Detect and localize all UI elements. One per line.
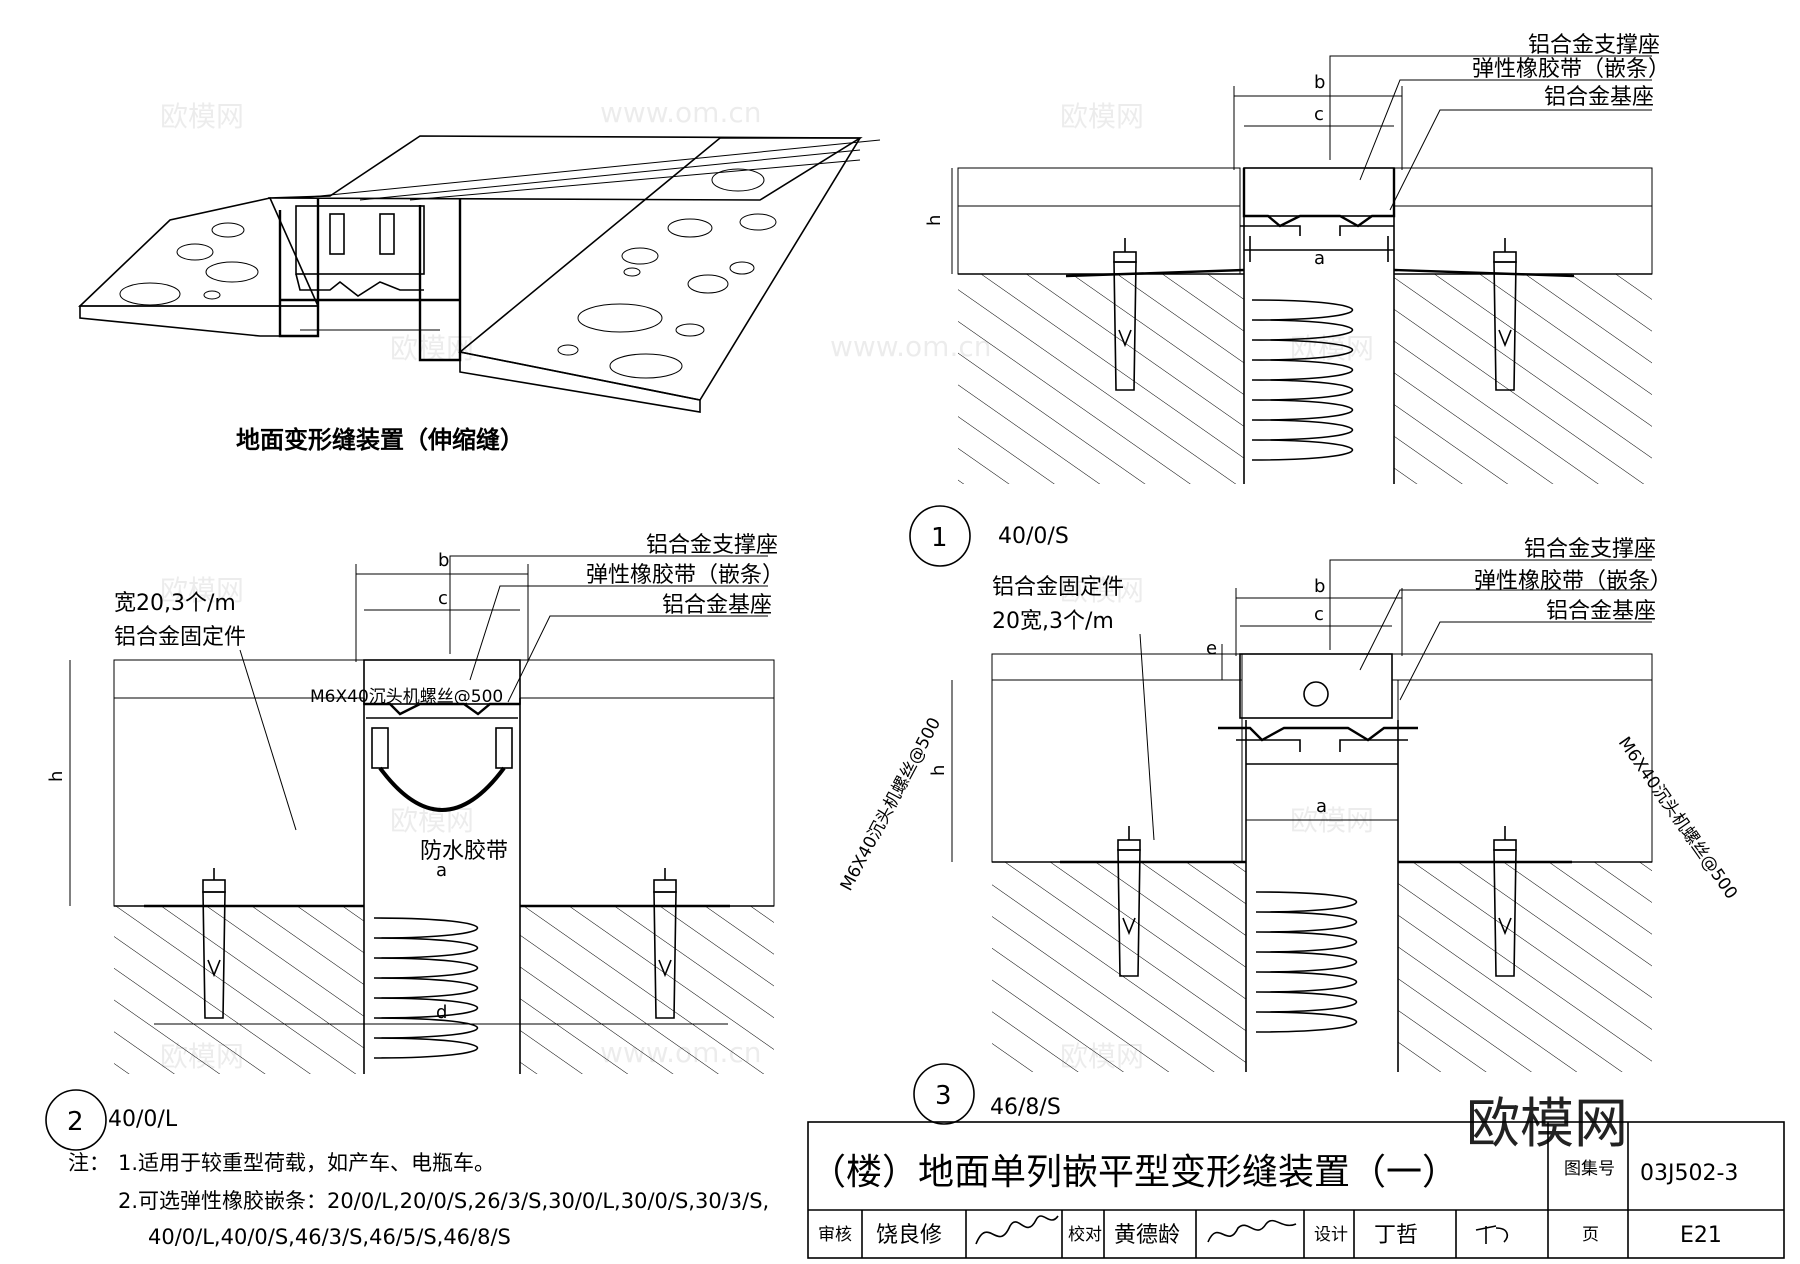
svg-text:b: b [1314,576,1325,597]
svg-text:铝合金基座: 铝合金基座 [1544,85,1654,110]
svg-text:03J502-3: 03J502-3 [1640,1161,1738,1186]
svg-text:欧模网: 欧模网 [1060,100,1144,133]
detail-3: a b c e h 铝合金支撑座 弹性橡胶带（嵌条） 铝合金 [837,537,1741,1125]
detail-2: 防水胶带 a M6X40沉头机螺丝@500 b c h d [45,533,784,1151]
svg-text:铝合金支撑座: 铝合金支撑座 [1528,33,1660,58]
svg-text:M6X40沉头机螺丝@500: M6X40沉头机螺丝@500 [310,687,503,707]
svg-text:www.om.cn: www.om.cn [600,96,761,129]
svg-text:b: b [1314,72,1325,93]
svg-text:1: 1 [931,523,948,553]
svg-text:c: c [1314,104,1324,125]
title-block: （楼）地面单列嵌平型变形缝装置（一） 图集号 03J502-3 审核 饶良修 校… [807,1121,1785,1259]
svg-text:图集号: 图集号 [1564,1159,1615,1179]
svg-text:饶良修: 饶良修 [876,1223,942,1248]
svg-text:弹性橡胶带（嵌条）: 弹性橡胶带（嵌条） [1472,57,1670,82]
svg-text:校对: 校对 [1068,1225,1102,1245]
svg-text:a: a [1316,796,1327,817]
svg-text:a: a [1314,248,1325,269]
svg-text:欧模网: 欧模网 [1060,574,1144,607]
reviewer-signature [975,1215,1059,1245]
designer-signature [1475,1225,1509,1244]
svg-text:弹性橡胶带（嵌条）: 弹性橡胶带（嵌条） [1474,569,1672,594]
svg-text:h: h [46,771,67,782]
svg-text:c: c [1314,604,1324,625]
svg-text:40/0/L: 40/0/L [108,1107,178,1132]
svg-text:铝合金支撑座: 铝合金支撑座 [1524,537,1656,562]
svg-text:宽20,3个/m: 宽20,3个/m [114,591,236,616]
svg-text:铝合金支撑座: 铝合金支撑座 [646,533,778,558]
svg-text:铝合金基座: 铝合金基座 [662,593,772,618]
svg-text:3: 3 [935,1081,952,1111]
svg-text:铝合金固定件: 铝合金固定件 [114,625,246,650]
svg-text:2.可选弹性橡胶嵌条：20/0/L,20/0/S,26/3/: 2.可选弹性橡胶嵌条：20/0/L,20/0/S,26/3/S,30/0/L,3… [118,1189,769,1213]
svg-text:M6X40沉头机螺丝@500: M6X40沉头机螺丝@500 [837,714,945,894]
notes: 注： 1.适用于较重型荷载，如产车、电瓶车。 2.可选弹性橡胶嵌条：20/0/L… [68,1151,769,1249]
svg-text:40/0/L,40/0/S,46/3/S,46/5/S,46: 40/0/L,40/0/S,46/3/S,46/5/S,46/8/S [148,1225,511,1249]
svg-text:弹性橡胶带（嵌条）: 弹性橡胶带（嵌条） [586,563,784,588]
svg-text:铝合金固定件: 铝合金固定件 [992,575,1124,600]
svg-text:e: e [1206,638,1217,659]
svg-text:页: 页 [1582,1225,1599,1245]
svg-text:a: a [436,860,447,881]
svg-text:黄德龄: 黄德龄 [1114,1223,1180,1248]
svg-text:设计: 设计 [1314,1225,1348,1245]
svg-text:h: h [924,215,945,226]
svg-text:20宽,3个/m: 20宽,3个/m [992,609,1114,634]
svg-text:丁哲: 丁哲 [1374,1223,1418,1248]
svg-text:d: d [436,1002,447,1023]
svg-text:c: c [438,588,448,609]
svg-text:铝合金基座: 铝合金基座 [1546,599,1656,624]
isometric-title: 地面变形缝装置（伸缩缝） [236,426,524,454]
svg-text:欧模网: 欧模网 [160,574,244,607]
detail-1: a b c h 铝合金支撑座 弹性橡胶带（嵌条） 铝合金基座 [909,33,1670,567]
svg-text:b: b [438,550,449,571]
svg-text:E21: E21 [1680,1223,1722,1248]
svg-text:防水胶带: 防水胶带 [420,839,508,864]
svg-text:2: 2 [67,1107,84,1137]
svg-text:欧模网: 欧模网 [160,100,244,133]
svg-text:注：: 注： [68,1151,110,1175]
sheet-title: （楼）地面单列嵌平型变形缝装置（一） [810,1152,1458,1193]
isometric-view [78,135,881,413]
svg-text:40/0/S: 40/0/S [998,524,1069,549]
svg-text:1.适用于较重型荷载，如产车、电瓶车。: 1.适用于较重型荷载，如产车、电瓶车。 [118,1151,495,1175]
svg-text:h: h [928,765,949,776]
svg-text:审核: 审核 [818,1225,852,1245]
brand-watermark: 欧模网 [1466,1092,1628,1155]
svg-text:46/8/S: 46/8/S [990,1095,1061,1120]
checker-signature [1207,1219,1297,1243]
